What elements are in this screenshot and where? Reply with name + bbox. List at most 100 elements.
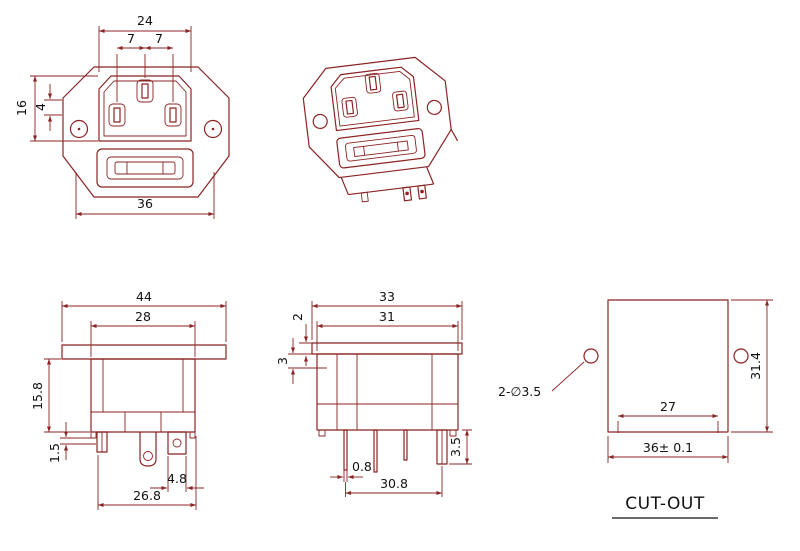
dim-label-1-5: 1.5 (47, 443, 62, 463)
extension-lines (607, 436, 729, 463)
extension-lines (311, 301, 463, 340)
dim-label-4: 4 (33, 103, 48, 111)
dim-3: 3 (275, 338, 327, 384)
earth-pin-3d (368, 75, 378, 91)
inlet-recess-inner-3d (334, 70, 415, 127)
extension-lines (345, 466, 443, 497)
front-dimensions: 24 7 7 16 4 36 (14, 13, 215, 219)
wire-pin-2 (373, 429, 378, 473)
extension-lines (288, 342, 313, 355)
dim-label-31-4: 31.4 (748, 352, 763, 380)
foot-left (90, 431, 97, 439)
dim-36-tol: 36± 0.1 (607, 436, 729, 463)
terminal-hole-left (405, 191, 409, 196)
side-dimensions: 33 31 2 3 0.8 (275, 289, 472, 497)
fuse-caps (126, 162, 164, 174)
extension-lines (90, 321, 196, 357)
dim-label-26-8: 26.8 (133, 488, 161, 503)
dim-label-3-5: 3.5 (448, 437, 463, 457)
extension-lines (44, 358, 90, 433)
foot-right (189, 431, 196, 439)
cutout-rectangle (607, 299, 729, 433)
dim-label-15-8: 15.8 (30, 382, 45, 410)
dim-label-3: 3 (275, 357, 290, 365)
fuse-drawer (96, 148, 194, 188)
extension-lines (44, 99, 62, 116)
extension-lines (98, 26, 192, 72)
fuse-slot (106, 156, 184, 180)
housing-side (316, 353, 459, 431)
fuse-drawer-3d (336, 127, 426, 169)
extension-lines (167, 456, 187, 492)
perspective-view (302, 56, 459, 203)
dim-1-5: 1.5 (47, 422, 96, 463)
body-depth-edges (340, 129, 459, 196)
extension-lines (97, 436, 197, 510)
cutout-hole-right (733, 348, 749, 364)
earth-pin-base-3d (364, 72, 382, 94)
dim-label-16: 16 (14, 100, 29, 116)
flange-plate-side (311, 342, 463, 355)
cutout-title-label: CUT-OUT (625, 494, 705, 514)
fuse-3d (353, 140, 409, 157)
extension-lines (75, 172, 215, 219)
rear-dimensions: 44 28 15.8 1.5 4.8 (30, 289, 227, 510)
blade-terminal-right-hole (172, 438, 182, 448)
housing (90, 358, 196, 433)
dim-16: 16 (14, 75, 98, 142)
front-socket-body (62, 66, 230, 198)
extension-lines (316, 321, 459, 351)
flange-outline (62, 66, 230, 198)
mounting-hole-right (203, 119, 223, 139)
mounting-hole-right-center-icon (211, 127, 215, 131)
dim-label-7-right: 7 (155, 31, 163, 46)
inlet-recess-outer (98, 75, 192, 142)
dim-7-7: 7 7 (116, 31, 174, 102)
inlet-recess-inner (103, 80, 187, 137)
cutout-title: CUT-OUT (612, 494, 718, 519)
earth-pin (141, 83, 149, 99)
wire-pin-1 (343, 429, 348, 471)
side-body (311, 342, 463, 473)
mounting-hole-left-3d (312, 113, 328, 130)
terminal-3d-left (402, 186, 413, 202)
dim-label-27: 27 (660, 399, 676, 414)
dim-15-8: 15.8 (30, 358, 90, 433)
hole-callout: 2-∅3.5 (498, 361, 585, 399)
dim-44: 44 (61, 289, 227, 342)
leader-line (551, 361, 585, 392)
flange-plate (61, 344, 227, 360)
dim-label-24: 24 (137, 13, 153, 28)
line-pin-base (108, 103, 126, 127)
housing-side-detail-lines (317, 354, 458, 430)
neutral-pin-3d (395, 93, 405, 109)
dim-label-44: 44 (136, 289, 152, 304)
terminal-hole-right (420, 189, 424, 194)
housing-detail-lines (91, 359, 195, 432)
foot-left-side (318, 429, 326, 437)
flange-outline-3d (302, 56, 452, 179)
line-pin-base-3d (341, 96, 358, 118)
dim-3-5: 3.5 (448, 429, 472, 465)
extension-lines (116, 54, 174, 102)
cutout-view: 2-∅3.5 31.4 27 36± 0.1 CUT-OUT (498, 299, 773, 519)
cutout-hole-left (583, 348, 599, 364)
dim-4: 4 (33, 84, 62, 131)
dim-label-33: 33 (379, 289, 395, 304)
neutral-pin (169, 107, 177, 123)
earth-terminal-hole (143, 451, 153, 461)
dim-31-4: 31.4 (731, 299, 773, 433)
earth-pin-base (136, 79, 154, 103)
rear-view: 44 28 15.8 1.5 4.8 (30, 289, 227, 510)
blade-terminal-right (167, 431, 187, 455)
dim-label-28: 28 (135, 309, 151, 324)
dim-label-36: 36 (137, 196, 153, 211)
mounting-hole-left-center-icon (77, 127, 81, 131)
front-view: 24 7 7 16 4 36 (14, 13, 230, 219)
inlet-recess-outer-3d (330, 66, 420, 132)
dim-label-0-8: 0.8 (352, 459, 372, 474)
extension-lines (61, 301, 227, 342)
dim-24: 24 (98, 13, 192, 72)
